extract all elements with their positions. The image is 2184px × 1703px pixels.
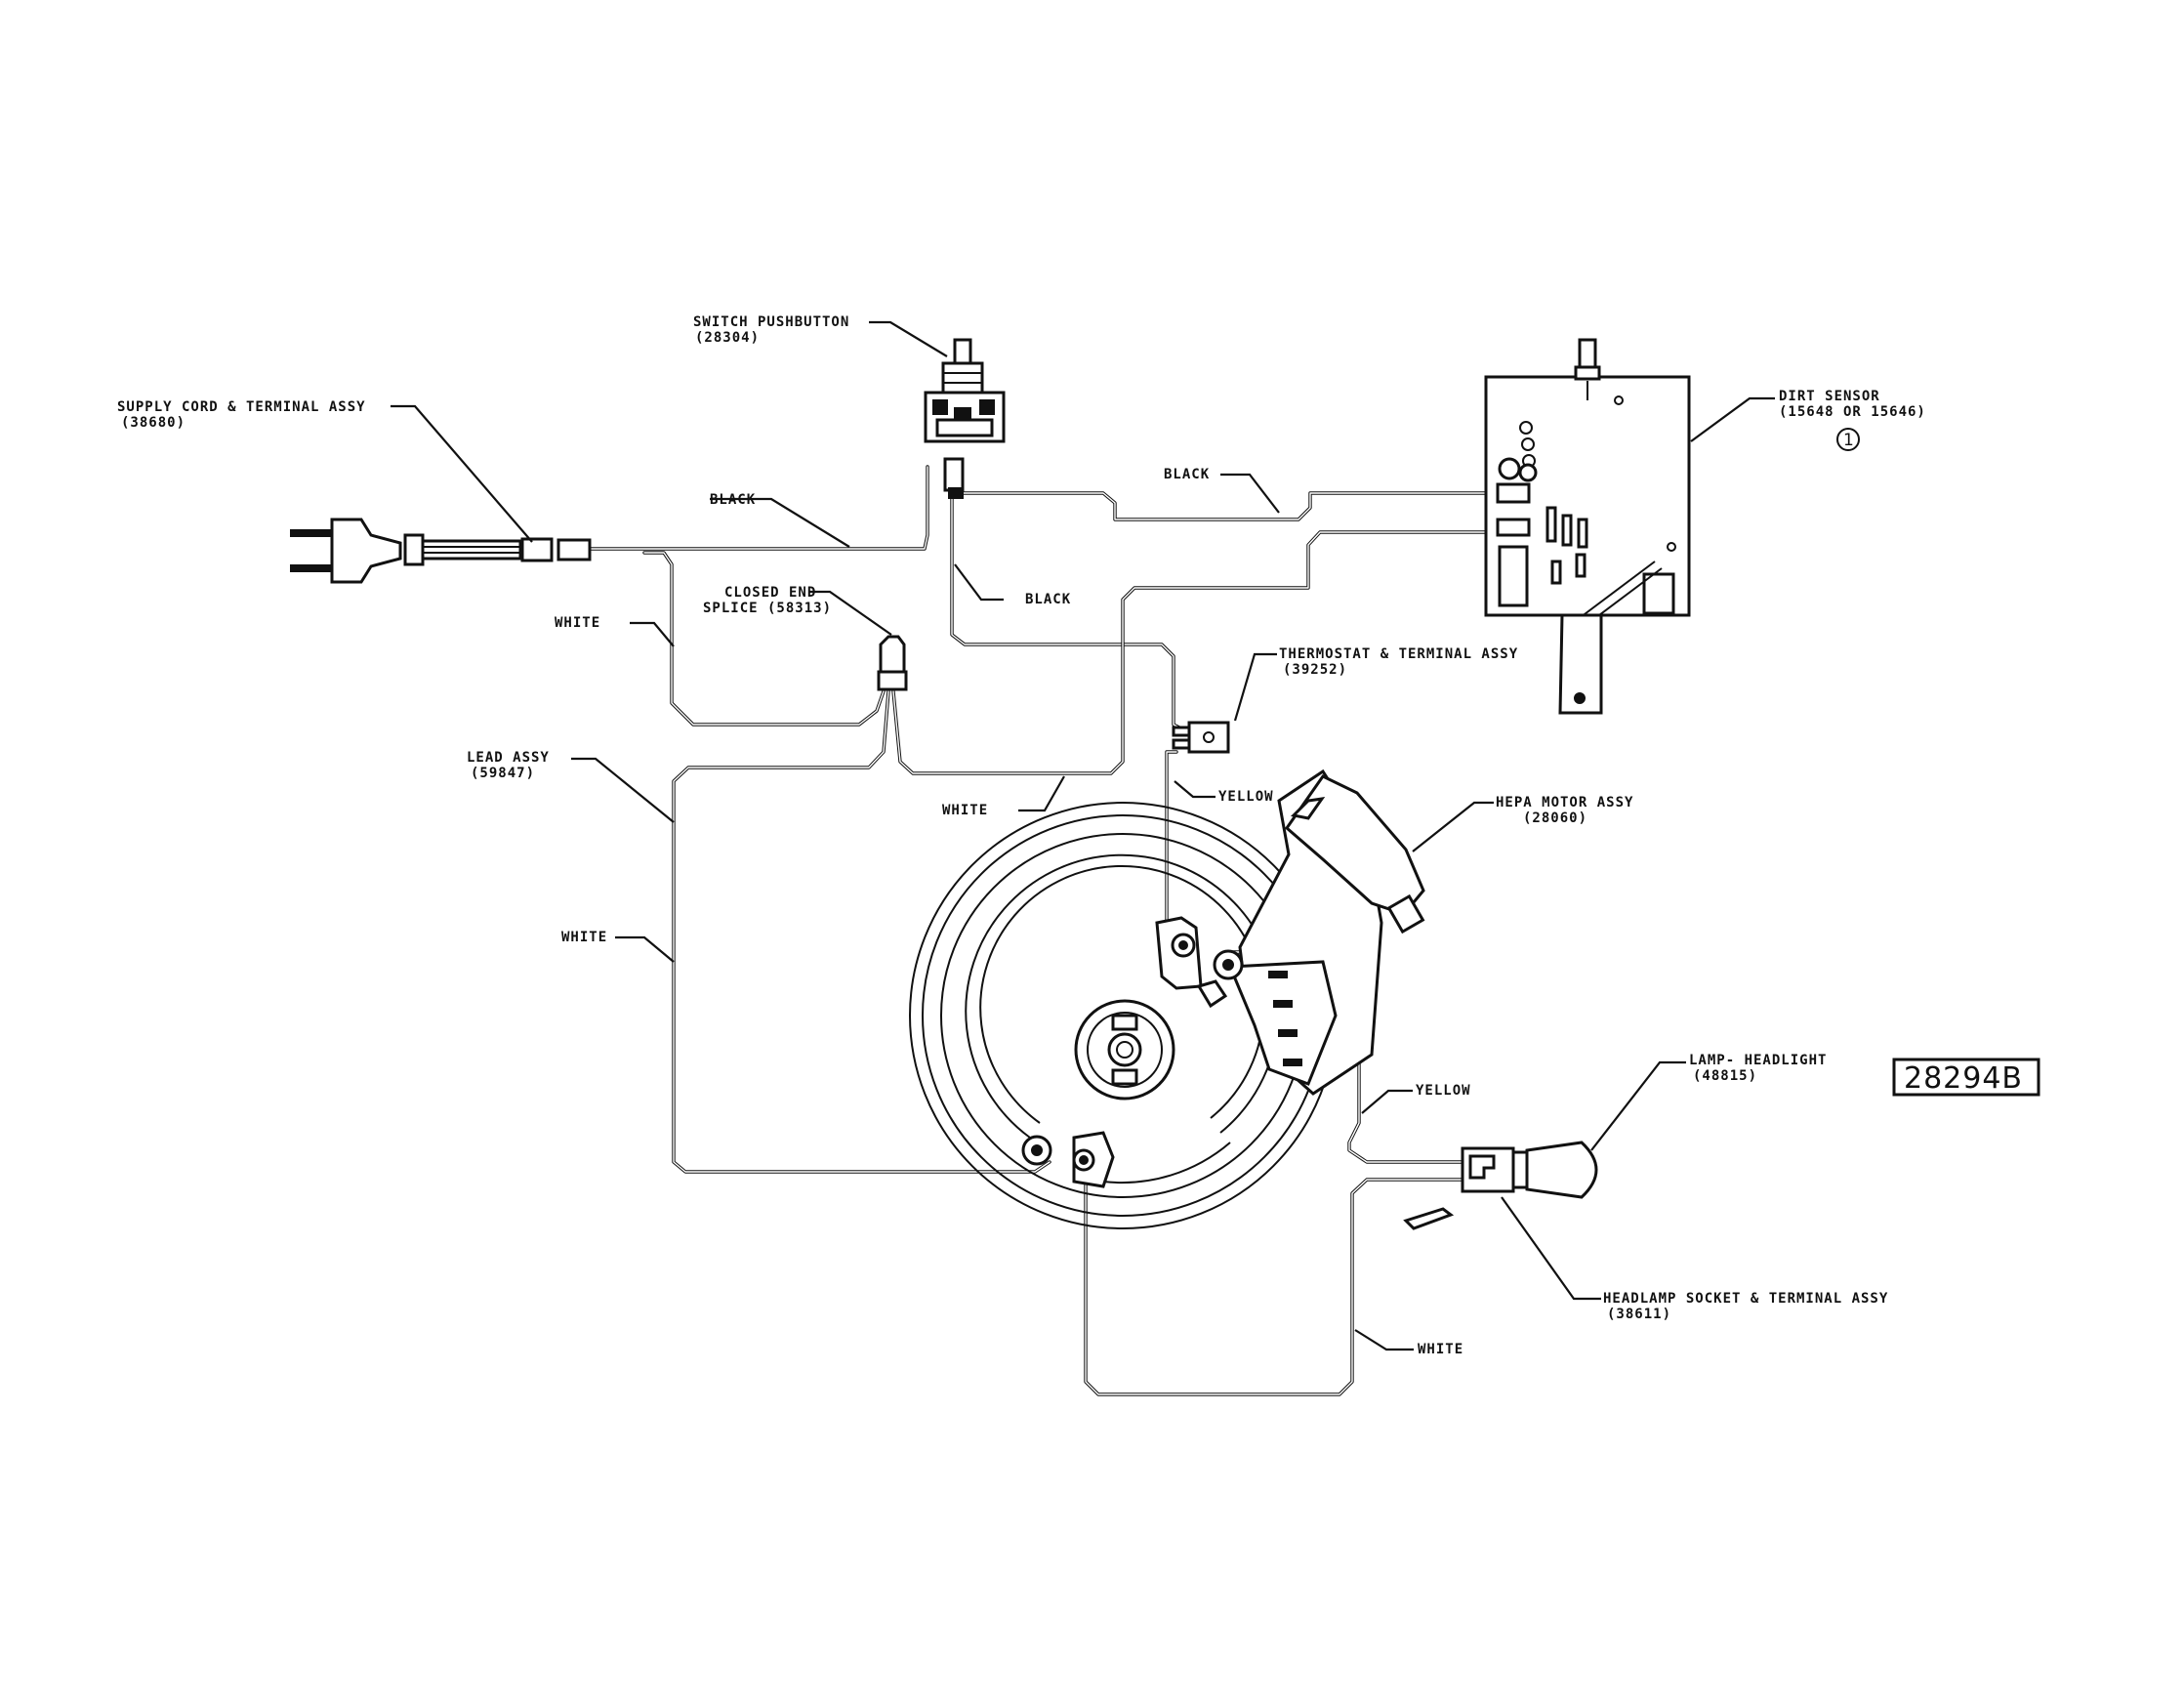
label-socket-part: (38611) bbox=[1607, 1307, 1671, 1322]
leader-lines bbox=[391, 320, 1775, 1351]
hepa-motor-assy bbox=[909, 768, 1425, 1229]
wire-label-white-lead: WHITE bbox=[561, 930, 607, 945]
label-supply-cord-part: (38680) bbox=[121, 415, 185, 431]
closed-end-splice bbox=[877, 635, 908, 691]
wire-label-yellow-thermo: YELLOW bbox=[1218, 789, 1274, 805]
switch-pushbutton bbox=[924, 338, 1006, 499]
diagram-number: 28294B bbox=[1904, 1061, 2023, 1096]
wire-black-cord bbox=[584, 465, 929, 551]
label-lamp: LAMP- HEADLIGHT bbox=[1689, 1053, 1827, 1068]
wire-label-black-cord: BLACK bbox=[710, 492, 756, 508]
wire-label-yellow-lamp: YELLOW bbox=[1416, 1083, 1471, 1099]
label-socket: HEADLAMP SOCKET & TERMINAL ASSY bbox=[1603, 1291, 1888, 1307]
wire-color-labels: BLACK BLACK BLACK WHITE WHITE WHITE YELL… bbox=[555, 467, 1471, 1357]
label-splice: CLOSED END bbox=[724, 585, 816, 601]
wire-label-white-cord: WHITE bbox=[555, 615, 600, 631]
label-switch: SWITCH PUSHBUTTON bbox=[693, 314, 849, 330]
thermostat bbox=[1172, 721, 1230, 754]
wire-white-lamp bbox=[1084, 1170, 1466, 1396]
dirt-sensor-board bbox=[1484, 338, 1691, 715]
wire-white-cord bbox=[642, 551, 886, 727]
label-motor-part: (28060) bbox=[1523, 810, 1587, 826]
label-thermostat-part: (39252) bbox=[1283, 662, 1347, 678]
wire-black-sensor bbox=[960, 491, 1525, 521]
note-marker-circle bbox=[1836, 428, 1860, 451]
diagram-number-box: 28294B bbox=[1892, 1058, 2040, 1097]
wire-label-black-sensor: BLACK bbox=[1164, 467, 1210, 482]
wire-label-black-switch: BLACK bbox=[1025, 592, 1071, 607]
wire-label-white-lamp: WHITE bbox=[1418, 1342, 1463, 1357]
label-supply-cord: SUPPLY CORD & TERMINAL ASSY bbox=[117, 399, 366, 415]
label-thermostat: THERMOSTAT & TERMINAL ASSY bbox=[1279, 646, 1518, 662]
label-switch-part: (28304) bbox=[695, 330, 760, 346]
label-dirt-sensor-part: (15648 OR 15646) bbox=[1779, 404, 1926, 420]
label-lead-assy: LEAD ASSY bbox=[467, 750, 550, 766]
label-splice-part: SPLICE (58313) bbox=[703, 601, 832, 616]
label-dirt-sensor-note: 1 bbox=[1843, 431, 1855, 450]
label-lamp-part: (48815) bbox=[1693, 1068, 1757, 1084]
label-dirt-sensor: DIRT SENSOR bbox=[1779, 389, 1880, 404]
label-lead-assy-part: (59847) bbox=[471, 766, 535, 781]
wire-label-white-splice: WHITE bbox=[942, 803, 988, 818]
label-motor: HEPA MOTOR ASSY bbox=[1496, 795, 1633, 810]
supply-cord-plug bbox=[290, 518, 592, 584]
component-labels: SUPPLY CORD & TERMINAL ASSY (38680) SWIT… bbox=[117, 314, 1926, 1322]
wire-black-switch bbox=[950, 491, 1195, 736]
headlamp-assy bbox=[1403, 1141, 1598, 1230]
